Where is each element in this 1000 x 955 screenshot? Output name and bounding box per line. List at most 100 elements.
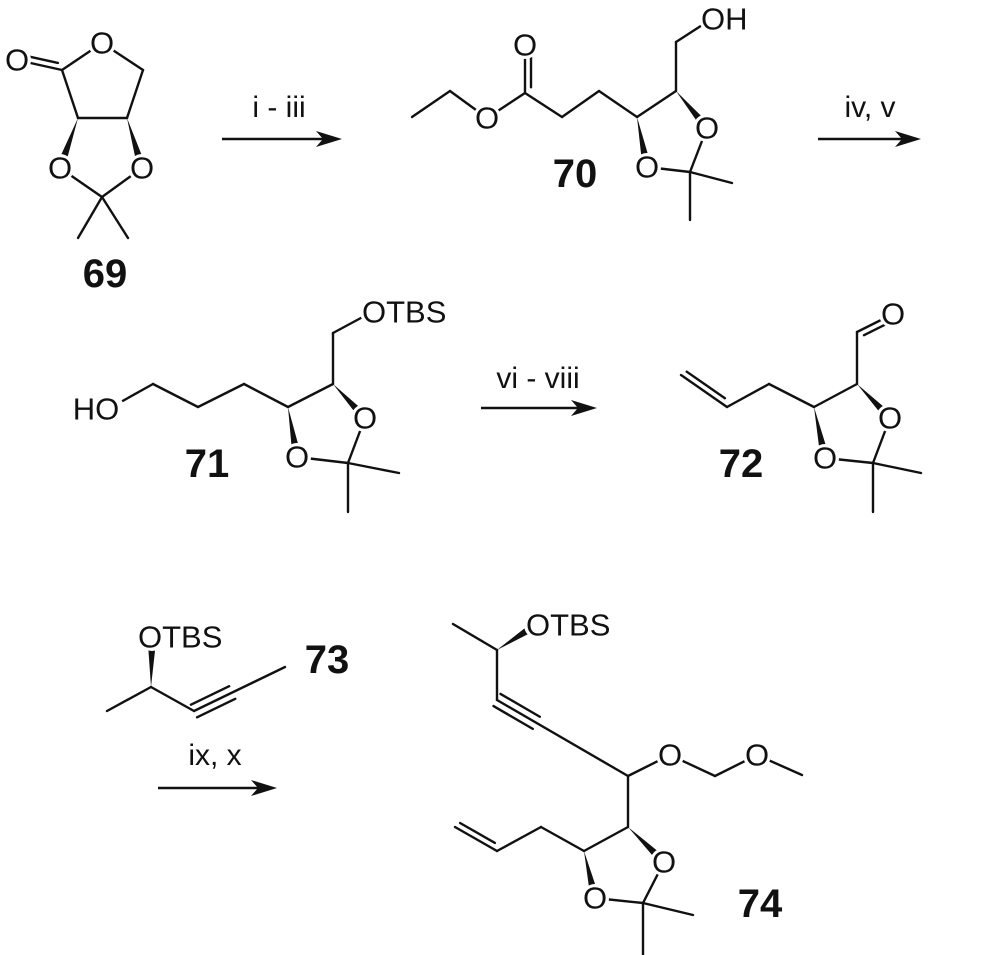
single-bond (560, 89, 601, 119)
arrow-head-icon (571, 400, 597, 416)
label-mask (351, 404, 379, 432)
single-bond (725, 382, 771, 409)
atom-label-o: O (285, 440, 309, 475)
label-mask (138, 623, 166, 651)
single-bond (582, 825, 630, 853)
label-mask (650, 848, 678, 876)
single-bond (60, 68, 80, 120)
single-bond (286, 382, 335, 409)
atom-label-o: O (130, 151, 154, 186)
label-mask (46, 154, 74, 182)
single-bond (812, 382, 859, 409)
compound-69: O O O O 69 (5, 26, 154, 297)
atom-label-otbs: OTBS (138, 620, 222, 655)
compound-72: O O O 72 (719, 297, 905, 487)
single-bond (871, 461, 923, 475)
reagent-label-step2: iv, v (844, 91, 895, 124)
atom-label-o: O (813, 441, 837, 476)
triple-bond-side (195, 697, 237, 719)
atom-label-otbs: OTBS (362, 295, 446, 330)
atom-label-o: O (881, 297, 905, 332)
atom-label-o: O (475, 101, 499, 136)
single-bond (635, 89, 678, 119)
atom-label-o: O (652, 845, 676, 880)
triple-bond (192, 665, 287, 713)
single-bond (539, 825, 586, 853)
single-bond (242, 382, 290, 409)
label-mask (80, 396, 108, 422)
atom-label-o: O (878, 401, 902, 436)
label-mask (633, 153, 661, 181)
reaction-arrow-1 (222, 131, 342, 147)
reaction-arrow-3 (481, 400, 597, 416)
compound-number: 71 (185, 442, 230, 486)
single-bond (410, 89, 452, 119)
atom-label-o: O (658, 738, 682, 773)
label-mask (699, 5, 727, 33)
reaction-arrow-4 (158, 780, 277, 796)
triple-bond-side (189, 685, 231, 706)
label-mask (3, 46, 31, 74)
compound-number: 73 (305, 638, 350, 682)
single-bond (597, 89, 639, 119)
single-bond (76, 195, 104, 240)
triple-bond (495, 698, 630, 778)
single-bond (151, 382, 200, 409)
label-mask (283, 443, 311, 471)
arrow-head-icon (895, 131, 921, 147)
compound-number: 69 (83, 252, 128, 296)
atom-label-o: O (48, 151, 72, 186)
compound-number: 70 (553, 152, 598, 196)
double-bond-inner (685, 370, 727, 400)
compound-70: O O OH O O 70 (475, 2, 748, 197)
single-bond (641, 901, 695, 917)
compound-number: 72 (719, 442, 764, 486)
reagent-label-step1: i - iii (252, 91, 305, 124)
label-mask (811, 444, 839, 472)
label-mask (876, 404, 904, 432)
single-bond (688, 170, 734, 185)
single-bond (346, 461, 401, 475)
atom-label-ho: HO (73, 392, 120, 427)
label-mask (743, 741, 771, 769)
double-bond (679, 373, 729, 409)
single-bond (196, 382, 246, 409)
atom-label-oh: OH (701, 2, 748, 37)
double-bond-inner (458, 821, 497, 845)
atom-label-o: O (353, 401, 377, 436)
atom-label-o: O (635, 150, 659, 185)
reaction-arrows (158, 131, 921, 796)
compound-74: OTBS O O O O 74 (526, 608, 783, 927)
label-mask (656, 741, 684, 769)
single-bond (100, 195, 130, 240)
label-mask (581, 884, 609, 912)
label-mask (524, 611, 552, 639)
single-bond (451, 622, 499, 652)
compound-71: HO OTBS O O 71 (73, 295, 447, 487)
label-mask (693, 114, 721, 142)
reagent-label-step3: vi - viii (496, 362, 579, 395)
single-bond (149, 685, 196, 713)
arrow-head-icon (316, 131, 342, 147)
single-bond (495, 825, 543, 853)
atom-label-o: O (695, 111, 719, 146)
atom-label-otbs: OTBS (526, 608, 610, 643)
label-mask (511, 31, 539, 59)
atom-label-o: O (5, 43, 29, 78)
atom-label-o: O (513, 28, 537, 63)
label-masks (3, 5, 907, 912)
label-mask (360, 298, 388, 326)
atom-label-o: O (90, 26, 114, 61)
label-mask (88, 29, 116, 57)
arrow-head-icon (251, 780, 277, 796)
triple-bond-side (492, 704, 534, 731)
compound-73: OTBS 73 (138, 620, 349, 683)
atom-label-o: O (583, 881, 607, 916)
label-mask (879, 300, 907, 328)
atom-label-o: O (745, 738, 769, 773)
single-bond (125, 68, 145, 120)
single-bond (105, 685, 153, 713)
reaction-arrow-2 (818, 131, 921, 147)
triple-bond-side (499, 692, 542, 718)
